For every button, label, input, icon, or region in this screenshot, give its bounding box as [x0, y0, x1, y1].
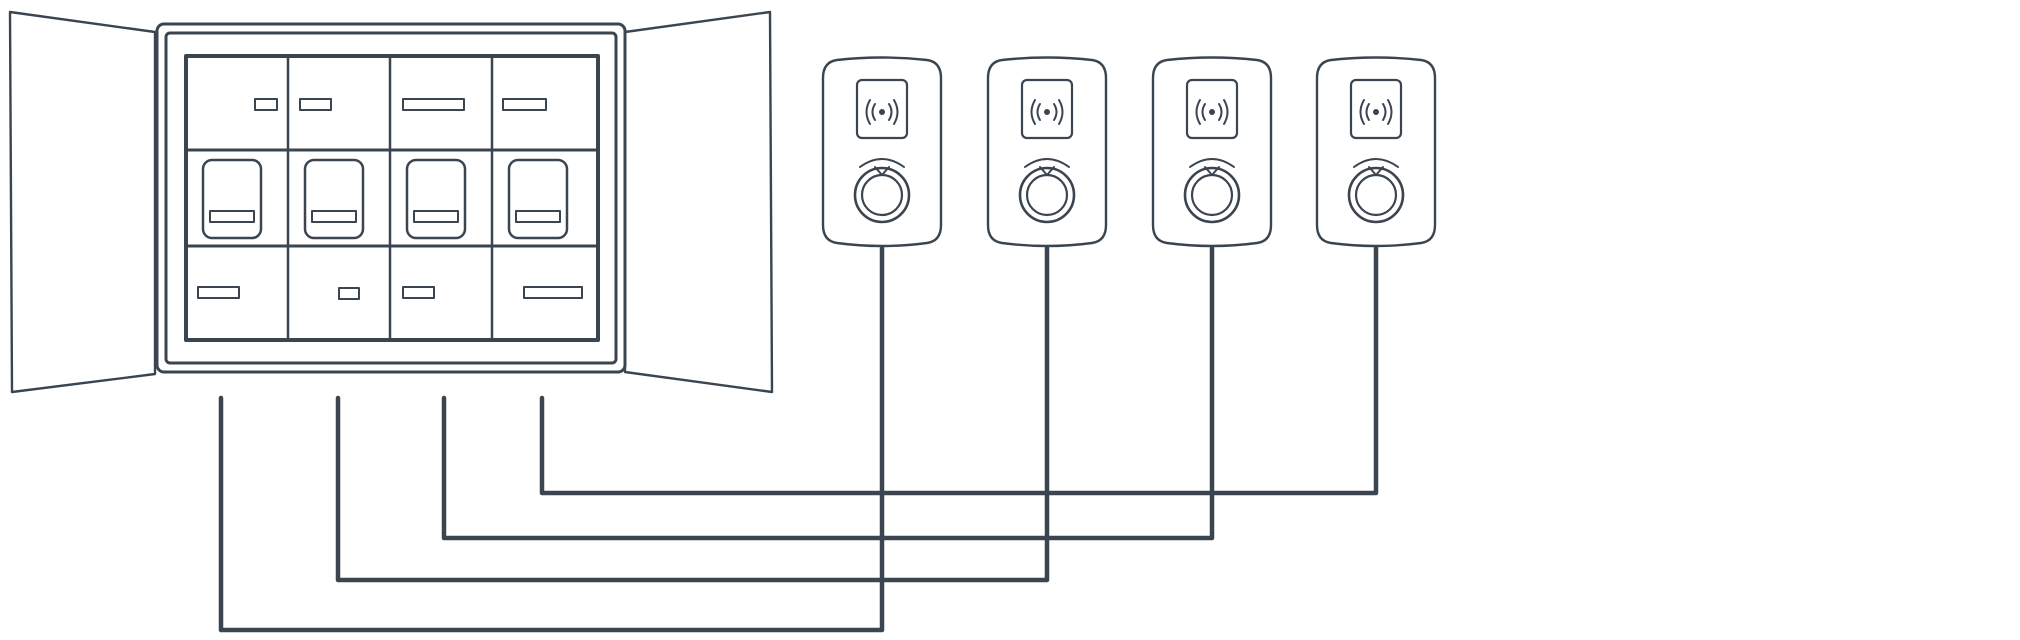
- module-label: [299, 98, 332, 111]
- right-door: [623, 10, 774, 394]
- charging-stations: [821, 56, 1437, 248]
- module-label: [402, 98, 465, 111]
- socket-inner-ring: [1354, 173, 1398, 217]
- socket-arc: [1189, 158, 1235, 168]
- circuit-breaker: [201, 158, 263, 240]
- charger-display: [855, 78, 909, 140]
- socket-inner-ring: [860, 173, 904, 217]
- socket-inner-ring: [1190, 173, 1234, 217]
- socket-outer-ring: [1018, 166, 1076, 224]
- charger-body: [1151, 56, 1273, 248]
- module-label: [197, 286, 240, 299]
- charger-body: [986, 56, 1108, 248]
- module-label: [338, 287, 360, 300]
- wiring-connections: [218, 245, 1379, 633]
- circuit-breaker: [507, 158, 569, 240]
- rfid-dot: [1044, 109, 1050, 115]
- charger-display: [1349, 78, 1403, 140]
- socket-arc: [1024, 158, 1070, 168]
- rfid-wave: [1053, 103, 1058, 121]
- charging-station: [1315, 56, 1437, 248]
- rfid-icon: [1195, 99, 1229, 125]
- socket-inner-ring: [1025, 173, 1069, 217]
- rfid-wave: [1218, 103, 1223, 121]
- socket-outer-ring: [853, 166, 911, 224]
- charging-socket-icon: [1347, 158, 1405, 224]
- rfid-dot: [1209, 109, 1215, 115]
- connection-wire-2: [335, 245, 1050, 583]
- breaker-label: [515, 210, 561, 223]
- breaker-label: [209, 210, 255, 223]
- rfid-dot: [1373, 109, 1379, 115]
- module-panel: [184, 54, 600, 342]
- charging-station: [986, 56, 1108, 248]
- rfid-wave: [1387, 99, 1393, 125]
- charger-body: [821, 56, 943, 248]
- cabinet-outer-frame: [155, 22, 627, 374]
- module-label: [254, 98, 278, 111]
- rfid-wave: [1058, 99, 1064, 125]
- charging-socket-icon: [1018, 158, 1076, 224]
- circuit-breaker: [405, 158, 467, 240]
- breaker-label: [413, 210, 459, 223]
- socket-outer-ring: [1347, 166, 1405, 224]
- connection-wire-1: [218, 245, 885, 633]
- rfid-wave: [871, 103, 876, 121]
- circuit-breaker: [303, 158, 365, 240]
- module-label: [402, 286, 435, 299]
- rfid-icon: [1030, 99, 1064, 125]
- rfid-wave: [1382, 103, 1387, 121]
- charger-display: [1185, 78, 1239, 140]
- charging-station: [821, 56, 943, 248]
- rfid-wave: [1036, 103, 1041, 121]
- socket-notch: [1039, 166, 1055, 176]
- rfid-icon: [1359, 99, 1393, 125]
- rfid-wave: [1030, 99, 1036, 125]
- socket-outer-ring: [1183, 166, 1241, 224]
- socket-notch: [874, 166, 890, 176]
- rfid-wave: [893, 99, 899, 125]
- connection-wire-3: [441, 245, 1215, 541]
- module-label: [523, 286, 583, 299]
- rfid-wave: [1365, 103, 1370, 121]
- charging-socket-icon: [853, 158, 911, 224]
- socket-arc: [859, 158, 905, 168]
- socket-notch: [1368, 166, 1384, 176]
- rfid-wave: [1223, 99, 1229, 125]
- breaker-label: [311, 210, 357, 223]
- rfid-icon: [865, 99, 899, 125]
- rfid-wave: [888, 103, 893, 121]
- charging-socket-icon: [1183, 158, 1241, 224]
- cabinet-inner-frame: [164, 31, 618, 365]
- distribution-board: [8, 10, 774, 394]
- socket-arc: [1353, 158, 1399, 168]
- charger-display: [1020, 78, 1074, 140]
- left-door: [8, 10, 157, 394]
- charger-body: [1315, 56, 1437, 248]
- rfid-wave: [1201, 103, 1206, 121]
- socket-notch: [1204, 166, 1220, 176]
- rfid-wave: [865, 99, 871, 125]
- charging-station: [1151, 56, 1273, 248]
- module-label: [502, 98, 547, 111]
- connection-wire-4: [539, 245, 1379, 496]
- rfid-wave: [1359, 99, 1365, 125]
- rfid-dot: [879, 109, 885, 115]
- rfid-wave: [1195, 99, 1201, 125]
